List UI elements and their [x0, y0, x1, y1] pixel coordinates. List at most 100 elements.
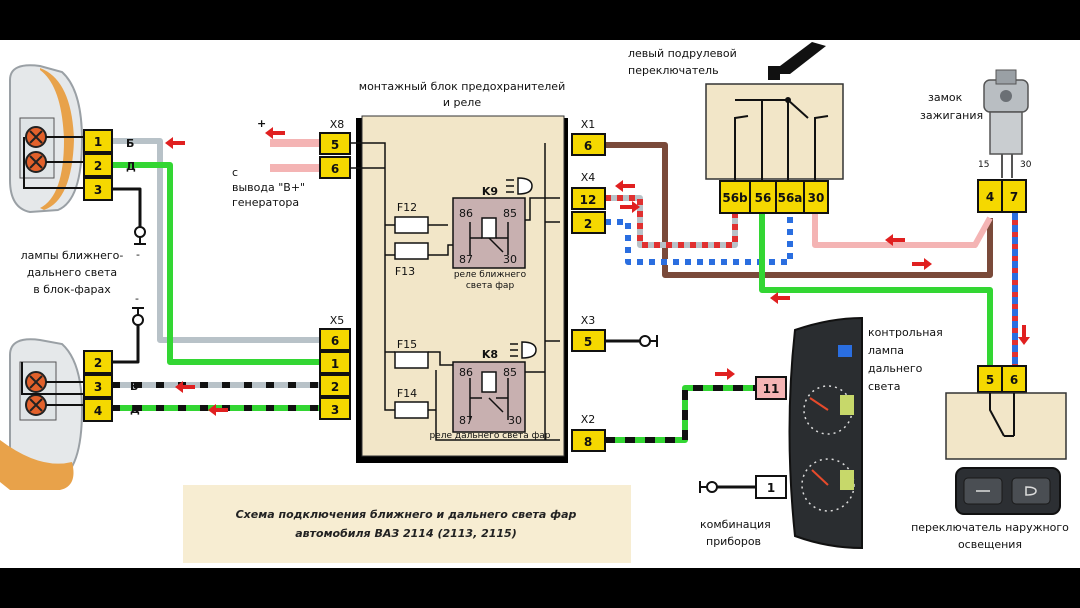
ign-terminal-30: 30: [1020, 160, 1032, 170]
cluster-needle-1: [809, 397, 829, 411]
connector-x2-label: X2: [581, 413, 596, 426]
instr-pin-11-box: [755, 376, 787, 400]
sw-pin-56: 56: [755, 191, 772, 205]
relay-k8-30: 30: [508, 414, 522, 427]
relay-k9-coil: [481, 217, 497, 239]
outer-lighting-switch: 5 6 переключатель наружного освещения: [911, 365, 1069, 551]
relay-k9-label: K9: [482, 185, 498, 198]
ign-pin-4-box: [977, 179, 1003, 213]
wire-ground-bottom: [112, 315, 140, 364]
connector-x5-label: X5: [330, 314, 345, 327]
combo-label-1: комбинация: [700, 518, 771, 531]
headlight-icon-k8: [510, 341, 537, 359]
arrow-x4-2: [620, 201, 640, 213]
headlamp-top-amber: [40, 68, 74, 210]
hl-bottom-pin-2: 2: [94, 356, 102, 370]
headlight-icon-k9: [506, 177, 533, 195]
ground-top-sign: -: [136, 248, 140, 261]
headlamp-top-connector: 1 2 3: [83, 129, 113, 201]
ignition-switch: замок зажигания 15 30 4 7: [920, 69, 1032, 213]
ctrl-label-1: контрольная: [868, 326, 943, 339]
lamps-label-2: дальнего света: [27, 266, 117, 279]
hl-top-pin-2: 2: [94, 159, 102, 173]
bottom-letterbox: [0, 568, 1080, 608]
relay-k8-85: 85: [503, 366, 517, 379]
combo-label-2: приборов: [706, 535, 761, 548]
ground-symbol-top: -: [134, 226, 146, 261]
x4-pin-2-box: [571, 211, 606, 234]
ign-label-2: зажигания: [920, 109, 983, 122]
x4-pin-12-box: [571, 187, 606, 210]
outer-pin-5-box: [977, 365, 1003, 393]
fuse-f12: F12: [397, 201, 417, 214]
headlamp-top: [9, 64, 84, 214]
steering-column-switch: левый подрулевой переключатель 56b 56 56…: [628, 42, 844, 214]
wire-blue-white-stripe: [605, 213, 793, 265]
fuse-f14-body: [394, 401, 429, 419]
fuse-f15: F15: [397, 338, 417, 351]
hl-bottom-pin-4-box: [83, 398, 113, 422]
arrow-grey-top: [165, 137, 185, 149]
cluster-highbeam-indicator: [838, 345, 852, 357]
outer-pin-6: 6: [1010, 373, 1018, 387]
ign-label-1: замок: [928, 91, 963, 104]
caption-line-1: Схема подключения ближнего и дальнего св…: [236, 508, 577, 521]
plus-sign: +: [257, 117, 266, 130]
switch-body: [705, 83, 844, 180]
arrow-pink: [885, 234, 905, 246]
current-arrows: [165, 127, 1030, 416]
hl-top-pin-3-box: [83, 177, 113, 201]
x5-pin-1-box: [319, 351, 351, 374]
outer-pin-6-box: [1001, 365, 1027, 393]
x5-pin-3-box: [319, 397, 351, 420]
sw-pin-56a: 56a: [778, 191, 803, 205]
relay-near-label-2: света фар: [466, 281, 515, 291]
connector-x1-label: X1: [581, 118, 596, 131]
x8-pin-5-box: [319, 132, 351, 155]
outer-pin-5: 5: [986, 373, 994, 387]
arrow-x4-12: [615, 180, 635, 192]
hl-bottom-pin-4: 4: [94, 404, 102, 418]
lamps-label-1: лампы ближнего-: [21, 249, 124, 262]
hl-bottom-pin-3: 3: [94, 380, 102, 394]
arrow-green-switch: [770, 292, 790, 304]
sw-pin-56b: 56b: [722, 191, 748, 205]
x5-pin-6: 6: [331, 334, 339, 348]
wire-green-top: [112, 162, 320, 365]
connector-x3-label: X3: [581, 314, 596, 327]
outer-switch-contact: [989, 393, 1015, 437]
hl-top-pin-3: 3: [94, 183, 102, 197]
sw-pin-56b-box: [719, 180, 751, 214]
caption-background: [183, 485, 631, 563]
cluster-lcd-1: [840, 395, 854, 415]
relay-k9-contacts: [469, 222, 509, 255]
outer-switch-photo: [955, 467, 1061, 515]
sw-pin-30: 30: [808, 191, 825, 205]
gen-label-1: с: [232, 166, 238, 179]
x8-pin-6-box: [319, 156, 351, 179]
ctrl-label-2: лампа: [868, 344, 904, 357]
headlamp-bottom-wiring: [21, 362, 84, 406]
connector-x8-label: X8: [330, 118, 345, 131]
ground-symbol-bottom: -: [132, 292, 144, 326]
ground-bottom-sign: -: [135, 292, 139, 305]
x3-pin-5-box: [571, 329, 606, 352]
headlamp-top-wiring: [23, 136, 84, 189]
fuse-f13-body: [394, 242, 429, 260]
arrow-grey-bottom: [175, 381, 195, 393]
hl-bottom-pin-3-box: [83, 374, 113, 398]
fuse-relay-block: монтажный блок предохранителей и реле F1…: [319, 80, 658, 463]
switch-label-1: левый подрулевой: [628, 47, 737, 60]
wire-tag-d-bottom: Д: [130, 403, 140, 416]
block-title-2: и реле: [443, 96, 481, 109]
ctrl-label-4: света: [868, 380, 900, 393]
relay-k8-87: 87: [459, 414, 473, 427]
bulb-top-1-cross: [29, 130, 43, 144]
headlamp-bottom-amber: [0, 440, 74, 490]
lamps-label-3: в блок-фарах: [33, 283, 111, 296]
outer-label-1: переключатель наружного: [911, 521, 1069, 534]
x8-pin-5: 5: [331, 138, 339, 152]
relay-far-label: реле дальнего света фар: [429, 431, 550, 441]
ign-pin-7: 7: [1010, 190, 1018, 204]
relay-k8-coil: [481, 371, 497, 393]
